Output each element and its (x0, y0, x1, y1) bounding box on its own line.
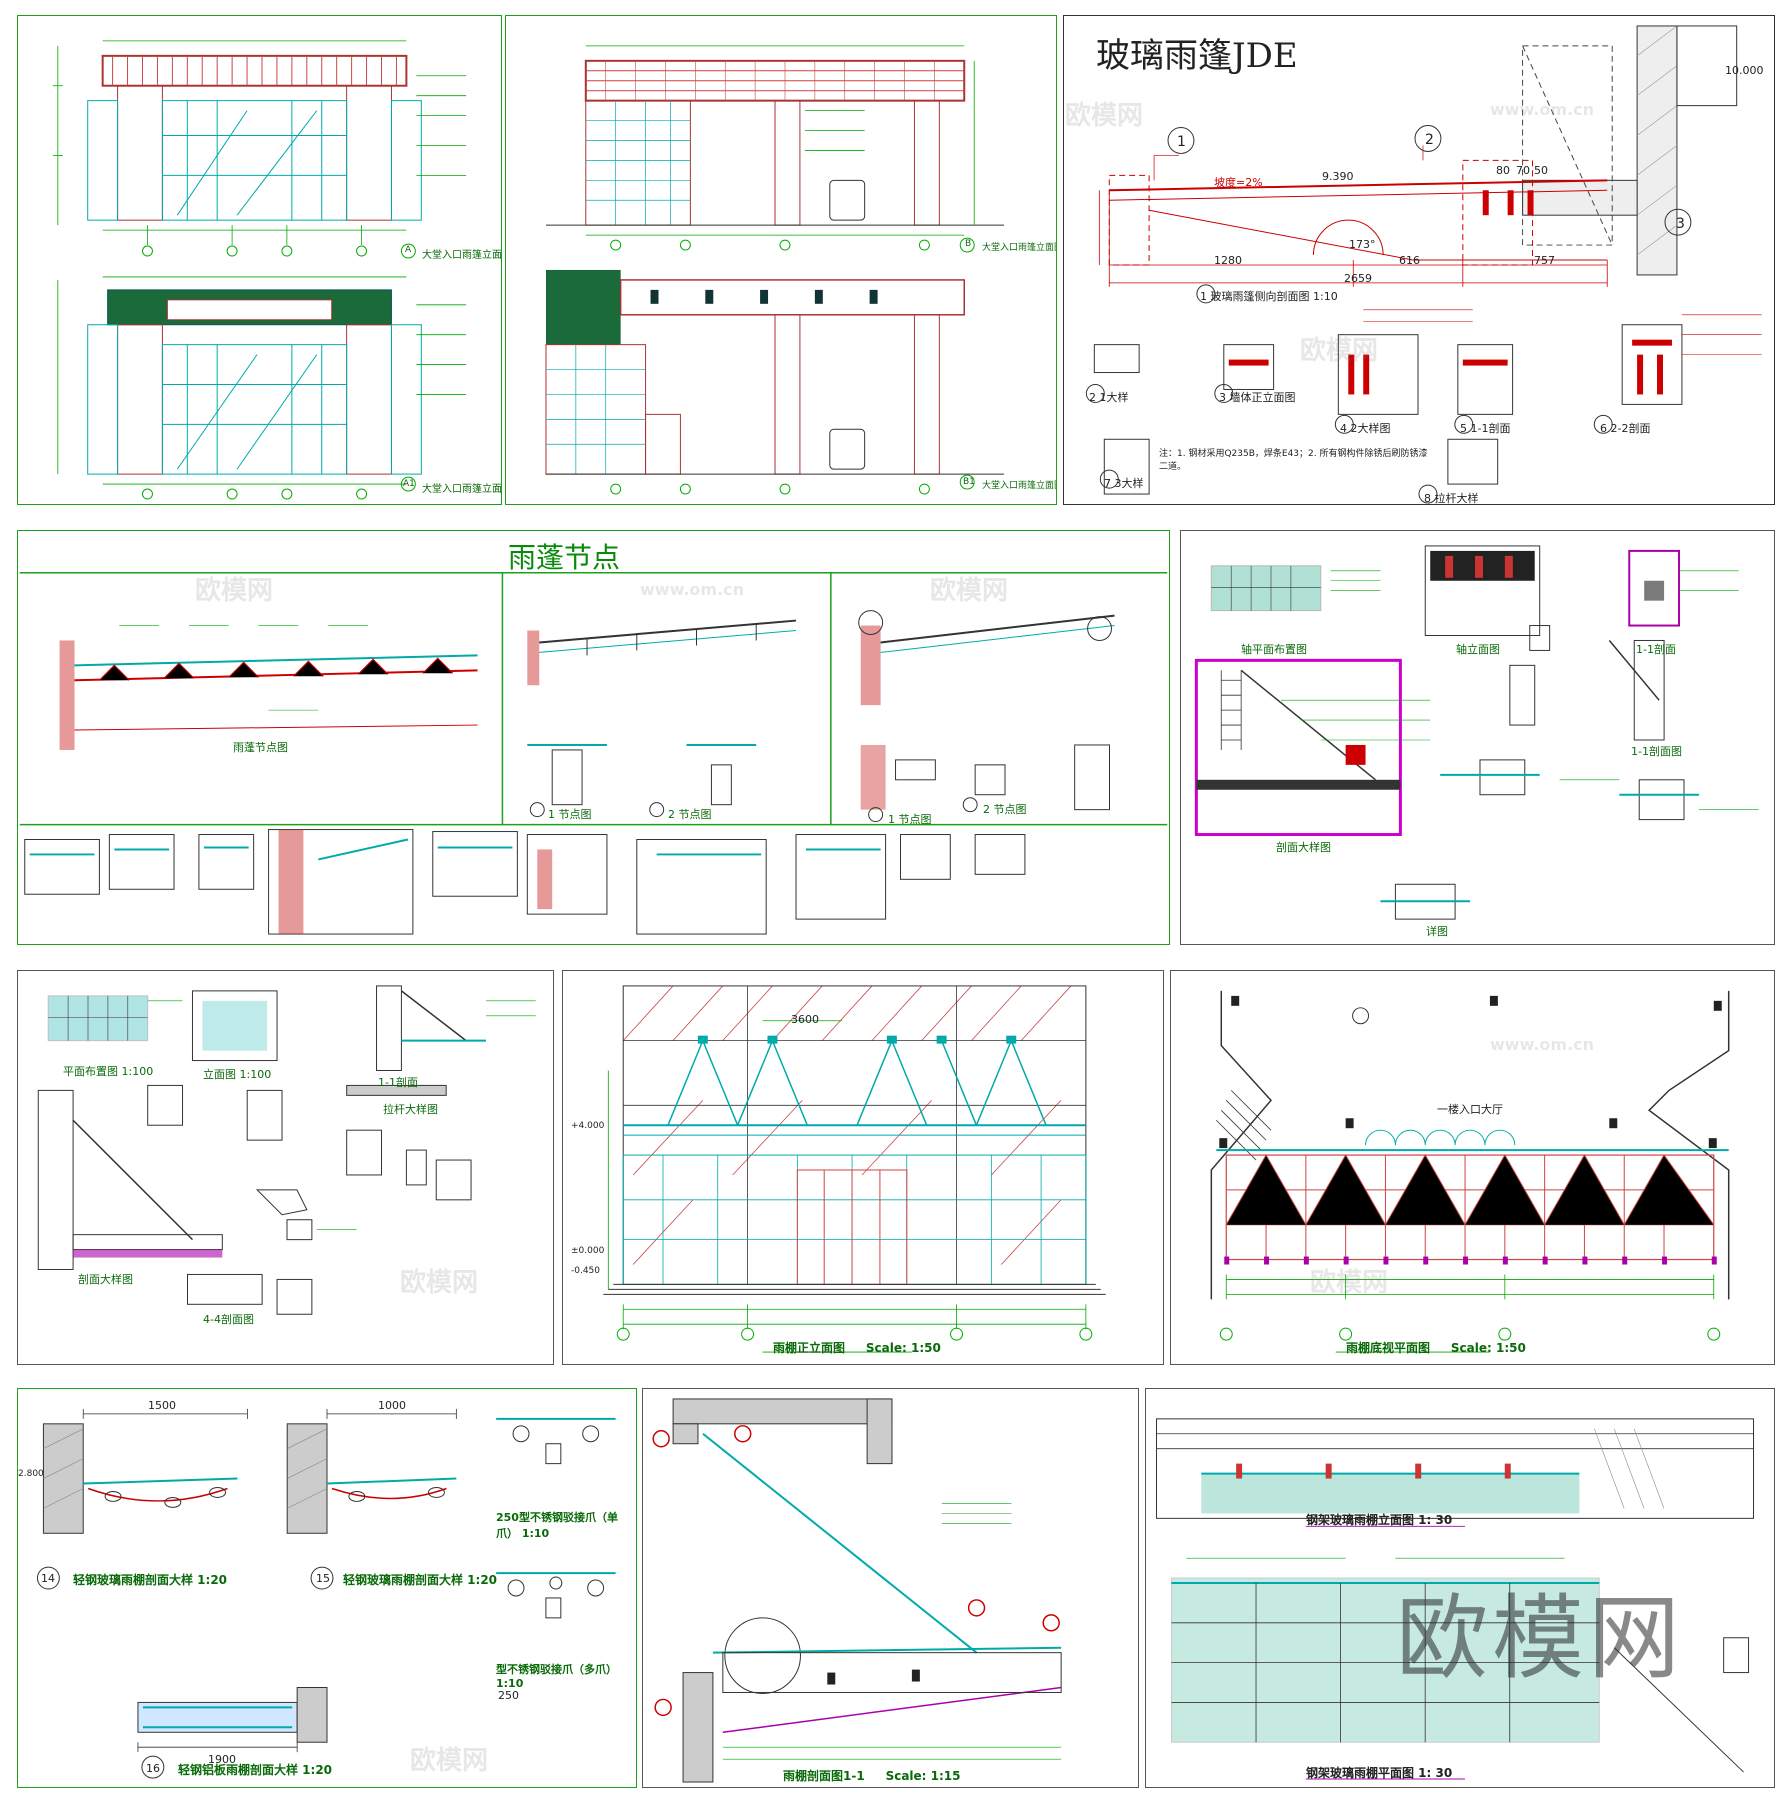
steel-caption-15: 轻钢玻璃雨棚剖面大样 1:20 (343, 1573, 498, 1587)
section-1-1-caption: 雨棚剖面图1-1 Scale: 1:15 (783, 1769, 961, 1783)
steel-level-2800: 2.800 (18, 1469, 44, 1479)
plan-section-caption: 1-1剖面 (378, 1076, 418, 1089)
canopy-node-caption-3: 1 节点图 (888, 813, 932, 826)
panel-steel-glass-canopy: 钢架玻璃雨棚立面图 1: 30 钢架玻璃雨棚平面图 1: 30 欧模网 (1145, 1388, 1775, 1788)
panel-canopy-nodes: 雨蓬节点 雨蓬节点图 1 节点图 2 节点图 1 节点图 2 节点图 (17, 530, 1170, 945)
canopy-node-caption-main: 雨蓬节点图 (233, 741, 288, 754)
canopy-section-drawing (652, 1398, 1062, 1783)
bottom-plan-caption: 雨棚底视平面图 Scale: 1:50 (1346, 1341, 1526, 1355)
canopy-level: 9.390 (1322, 170, 1354, 183)
axis-elev-caption: 轴立面图 (1456, 643, 1500, 656)
elevation-b-caption: 大堂入口雨篷立面图 1:100 (982, 243, 1057, 253)
caption-detail-2: 2 1大样 (1089, 391, 1129, 404)
elevation-b1-caption: 大堂入口雨篷立面图 1:100 (982, 481, 1057, 491)
mark-1: 1 (1177, 134, 1186, 150)
steel-dim-1900: 1900 (208, 1753, 236, 1766)
elevation-b1-mark: B1 (963, 477, 975, 487)
caption-detail-6: 6 2-2剖面 (1600, 422, 1651, 435)
steel-dim-1000: 1000 (378, 1399, 406, 1412)
plan-layout-caption: 平面布置图 1:100 (63, 1065, 154, 1078)
panel-entrance-canopy-elevation-a: A 大堂入口雨篷立面图 1:100 A1 大堂入口雨篷立面图 1:100 (17, 15, 502, 505)
plan-details-drawing (37, 985, 536, 1315)
panel-axis-details: 轴平面布置图 轴立面图 1-1剖面 剖面大样图 1-1剖面图 详图 (1180, 530, 1775, 945)
steel-glass-canopy-drawing (1156, 1418, 1755, 1780)
mark-15: 15 (316, 1572, 330, 1585)
panel-light-steel-sections: 1500 1000 2.800 14 轻钢玻璃雨棚剖面大样 1:20 15 轻钢… (17, 1388, 637, 1788)
canopy-slope: 坡度=2% (1214, 176, 1263, 189)
elevation-level-top: 10.000 (1725, 64, 1764, 77)
caption-detail-3: 3 墙体正立面图 (1219, 391, 1296, 404)
elevation-a-drawing (52, 40, 467, 500)
claw-number: 250 (498, 1689, 519, 1702)
caption-detail-4: 4 2大样图 (1340, 422, 1391, 435)
canopy-node-caption-1: 1 节点图 (548, 808, 592, 821)
mark-3: 3 (1676, 216, 1685, 232)
claw-multi-caption: 型不锈钢驳接爪（多爪） 1:10 (496, 1663, 617, 1690)
caption-detail-8: 8 拉杆大样 (1424, 492, 1479, 505)
axis-section-caption: 1-1剖面 (1636, 643, 1676, 656)
steel-canopy-elev-caption: 钢架玻璃雨棚立面图 1: 30 (1306, 1513, 1453, 1527)
steel-dim-1500: 1500 (148, 1399, 176, 1412)
dim-2659: 2659 (1344, 272, 1372, 285)
mark-16: 16 (146, 1762, 160, 1775)
plan-large-caption: 剖面大样图 (78, 1273, 133, 1286)
dim-757: 757 (1534, 254, 1555, 267)
axis-detail-caption: 详图 (1426, 925, 1448, 938)
caption-detail-7: 7 3大样 (1104, 477, 1144, 490)
claw-single-caption: 250型不锈钢驳接爪（单爪） 1:10 (496, 1511, 618, 1540)
elevation-a1-caption: 大堂入口雨篷立面图 1:100 (422, 484, 502, 495)
dim-616: 616 (1399, 254, 1420, 267)
front-elevation-level-2: ±0.000 (571, 1246, 605, 1256)
axis-plan-caption: 轴平面布置图 (1241, 643, 1307, 656)
canopy-bottom-plan-drawing (1210, 990, 1730, 1353)
glass-canopy-section-drawing (1085, 25, 1762, 504)
axis-large-caption: 剖面大样图 (1276, 841, 1331, 854)
dim-1280: 1280 (1214, 254, 1242, 267)
canopy-front-elevation-drawing (603, 985, 1106, 1353)
steel-canopy-plan-caption: 钢架玻璃雨棚平面图 1: 30 (1306, 1766, 1453, 1780)
front-elevation-level-1: +4.000 (571, 1121, 605, 1131)
mark-14: 14 (41, 1572, 55, 1585)
mark-2: 2 (1425, 132, 1434, 148)
front-elevation-dim: 3600 (791, 1013, 819, 1026)
elevation-a1-mark: A1 (403, 479, 415, 489)
elevation-b-mark: B (965, 239, 972, 249)
detail-dim-50: 50 (1534, 164, 1548, 177)
plan-section4-caption: 4-4剖面图 (203, 1313, 254, 1326)
steel-caption-16: 轻钢铝板雨棚剖面大样 1:20 (178, 1763, 333, 1777)
canopy-node-caption-4: 2 节点图 (983, 803, 1027, 816)
plan-rod-caption: 拉杆大样图 (383, 1103, 438, 1116)
axis-details-drawing (1194, 545, 1759, 920)
front-elevation-caption: 雨棚正立面图 Scale: 1:50 (773, 1341, 941, 1355)
canopy-node-caption-2: 2 节点图 (668, 808, 712, 821)
light-steel-sections-drawing (36, 1408, 616, 1779)
panel-entrance-canopy-elevation-b: B 大堂入口雨篷立面图 1:100 B1 大堂入口雨篷立面图 1:100 (505, 15, 1057, 505)
panel-canopy-bottom-plan: 一楼入口大厅 雨棚底视平面图 Scale: 1:50 (1170, 970, 1775, 1365)
canopy-nodes-title: 雨蓬节点 (508, 541, 621, 574)
caption-detail-5: 5 1-1剖面 (1460, 422, 1511, 435)
entrance-hall-label: 一楼入口大厅 (1437, 1103, 1503, 1116)
plan-elevation-caption: 立面图 1:100 (203, 1068, 272, 1081)
detail-dim-70: 70 (1516, 164, 1530, 177)
axis-section2-caption: 1-1剖面图 (1631, 745, 1682, 758)
front-elevation-level-3: -0.450 (571, 1266, 601, 1276)
panel-canopy-section-1-1: 雨棚剖面图1-1 Scale: 1:15 (642, 1388, 1139, 1788)
glass-canopy-title: 玻璃雨篷JDE (1096, 36, 1298, 76)
elevation-a-mark: A (405, 245, 412, 255)
panel-canopy-front-elevation: 3600 +4.000 ±0.000 -0.450 雨棚正立面图 Scale: … (562, 970, 1164, 1365)
canopy-angle: 173° (1349, 238, 1376, 251)
elevation-b-drawing (545, 45, 1005, 495)
elevation-a-caption: 大堂入口雨篷立面图 1:100 (422, 250, 502, 261)
panel-plan-details: 平面布置图 1:100 立面图 1:100 1-1剖面 剖面大样图 拉杆大样图 … (17, 970, 554, 1365)
canopy-nodes-drawing (19, 572, 1168, 935)
caption-section-1: 1 玻璃雨篷侧向剖面图 1:10 (1200, 290, 1338, 303)
detail-dim-80: 80 (1496, 164, 1510, 177)
panel-glass-canopy-jde: 玻璃雨篷JDE 10.000 坡度=2% 9.390 173° 1 2 3 12… (1063, 15, 1775, 505)
steel-caption-14: 轻钢玻璃雨棚剖面大样 1:20 (73, 1573, 228, 1587)
design-notes: 注：1. 钢材采用Q235B，焊条E43；2. 所有钢构件除锈后刷防锈漆二道。 (1159, 449, 1428, 472)
